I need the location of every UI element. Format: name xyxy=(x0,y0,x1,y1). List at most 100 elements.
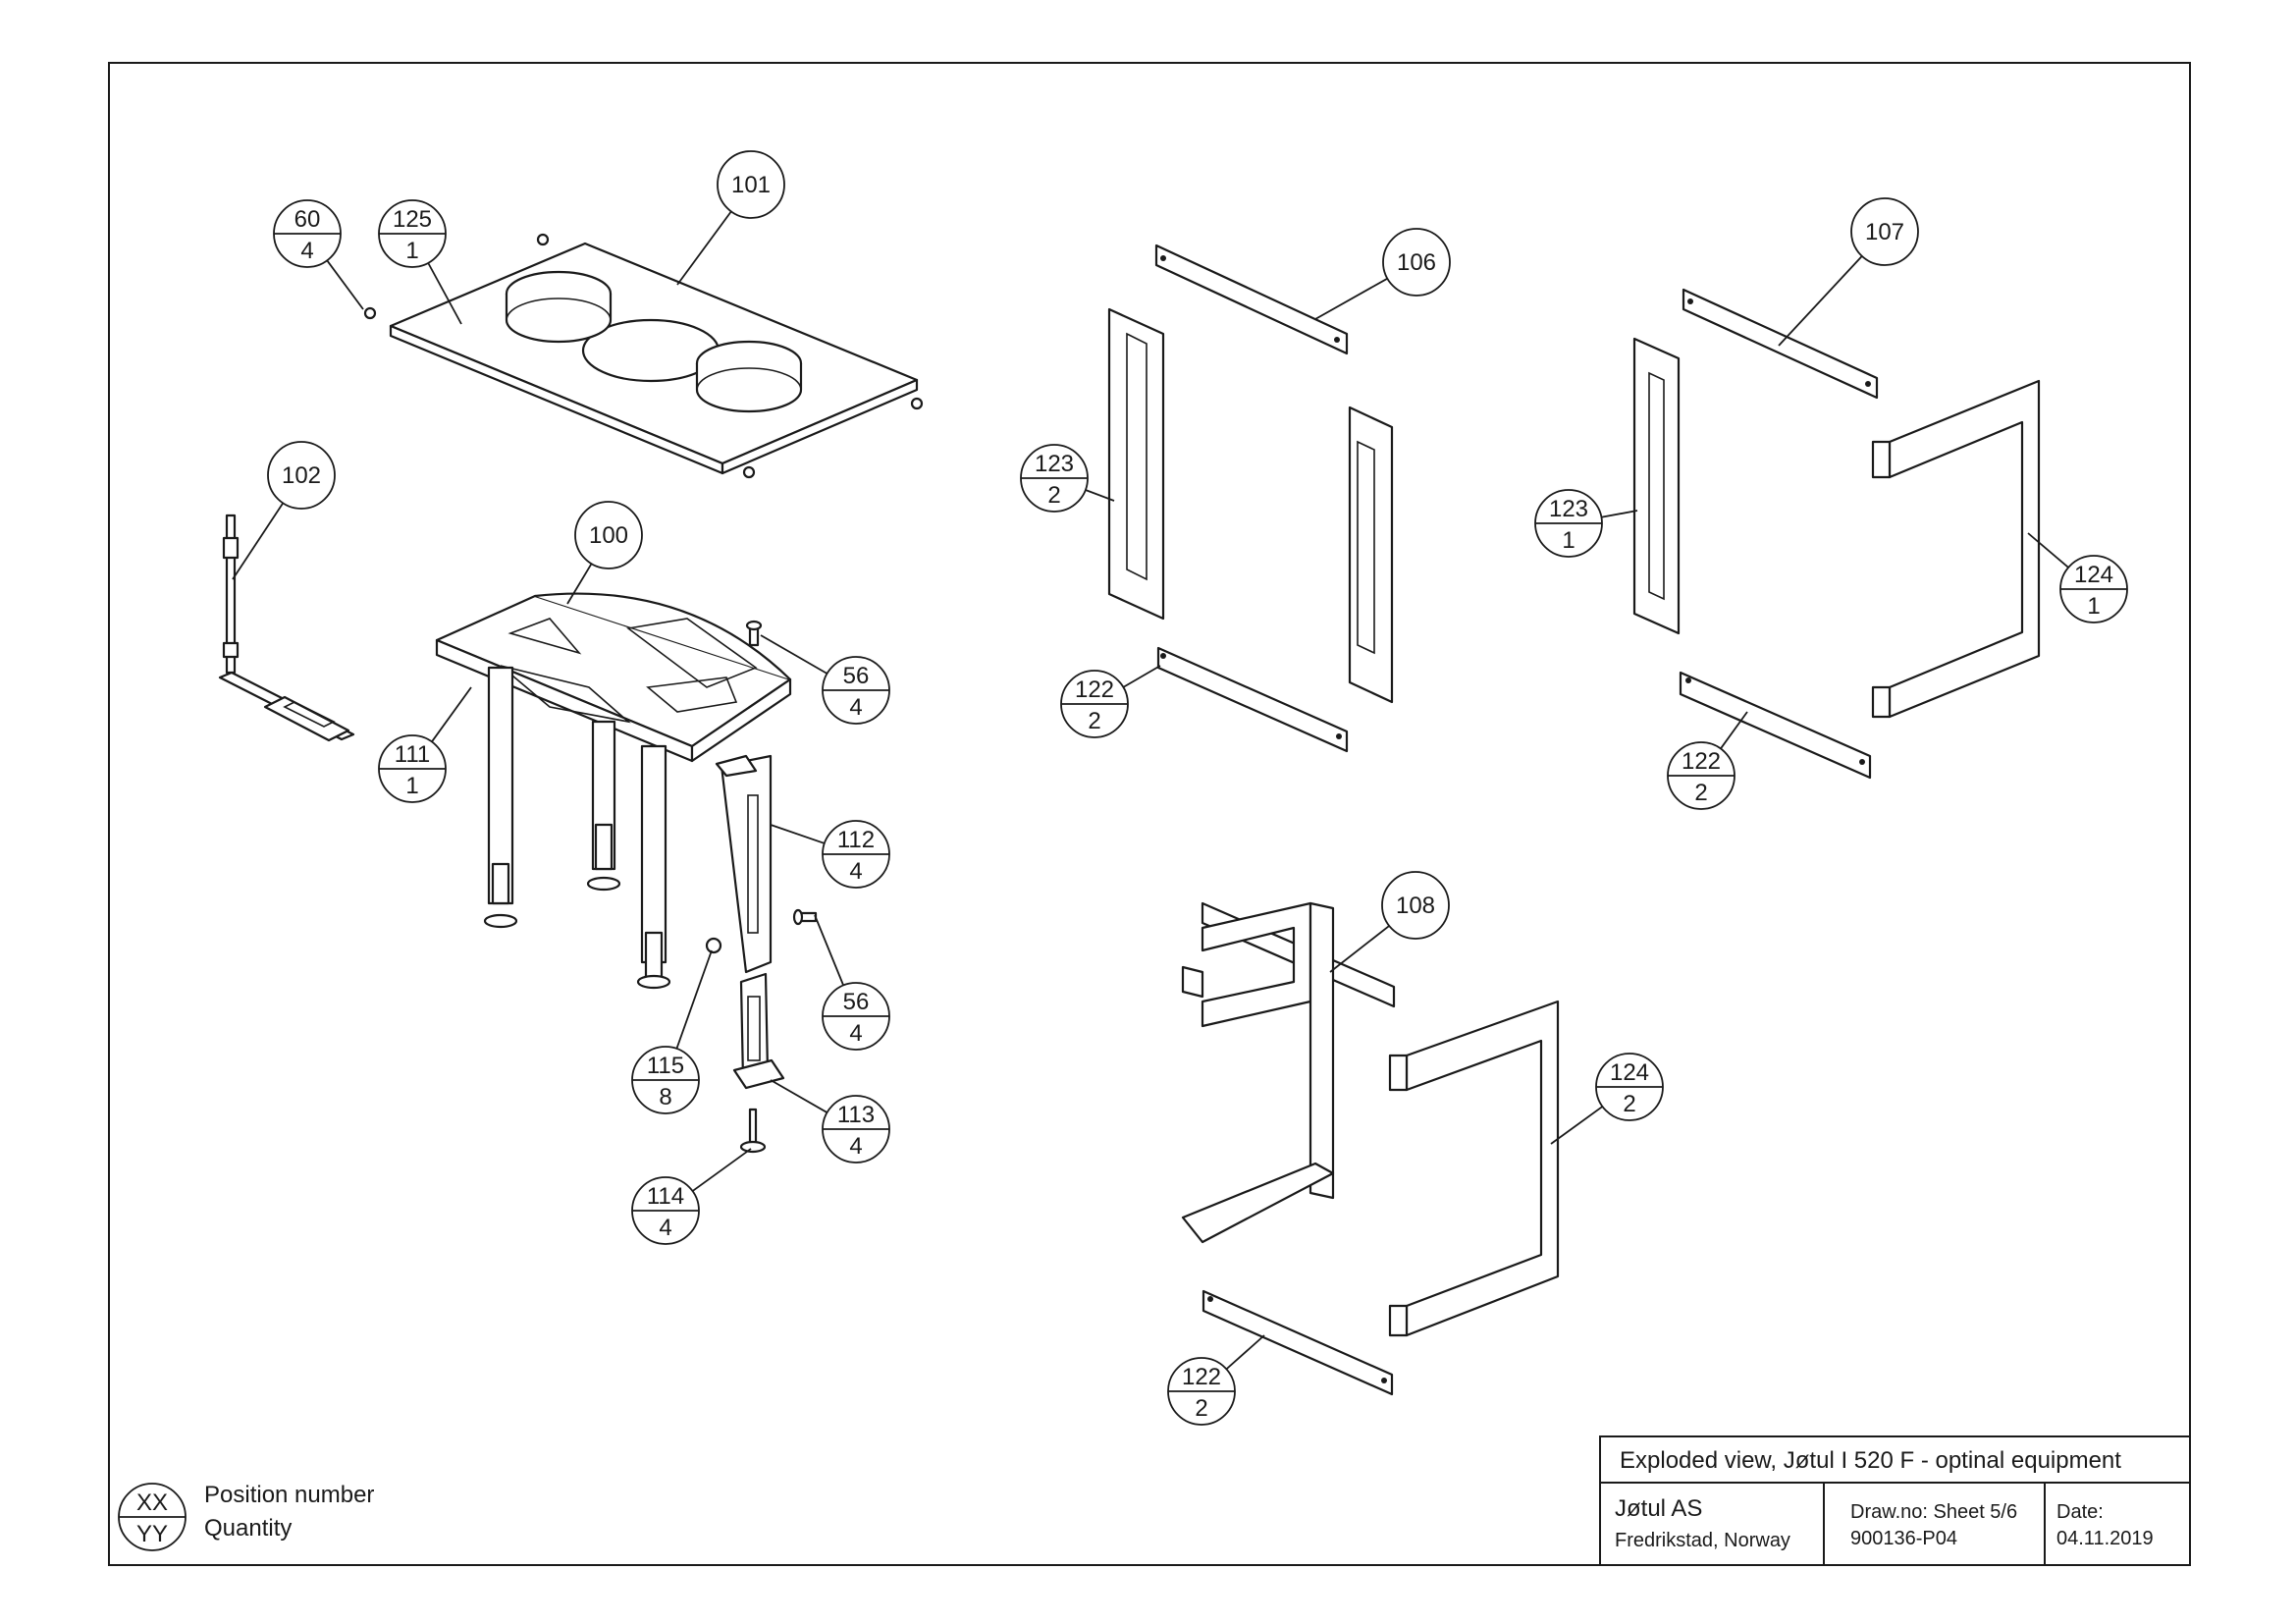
part-115-nut xyxy=(705,937,722,954)
part-122-strip-bottom xyxy=(1201,1289,1394,1396)
position-number: 107 xyxy=(1865,219,1904,245)
legend-label-top: Position number xyxy=(204,1482,374,1508)
leader-line xyxy=(675,949,713,1050)
position-number: 115 xyxy=(647,1053,684,1079)
position-number: 101 xyxy=(731,172,771,198)
quantity: 1 xyxy=(405,238,418,264)
quantity: 4 xyxy=(849,858,862,885)
part-108-frame xyxy=(1181,901,1396,1244)
position-number: 108 xyxy=(1396,893,1435,919)
balloon-circle xyxy=(267,441,336,510)
quantity: 4 xyxy=(659,1215,671,1241)
leader-line xyxy=(1314,277,1388,320)
balloon-circle xyxy=(717,150,785,219)
part-122-strip-right xyxy=(1679,671,1872,780)
balloon-100: 100 xyxy=(566,501,643,605)
quantity: 1 xyxy=(405,773,418,799)
draw-no: 900136-P04 xyxy=(1850,1528,1957,1549)
position-number: 111 xyxy=(395,741,430,768)
part-113-foot xyxy=(732,972,785,1090)
quantity: 8 xyxy=(659,1084,671,1110)
leader-line xyxy=(770,824,826,844)
leader-line xyxy=(232,502,285,580)
position-number: 123 xyxy=(1035,451,1074,477)
part-mid-right-panel xyxy=(1348,406,1394,704)
part-102-rod xyxy=(218,514,355,742)
part-106-top-strip xyxy=(1154,244,1349,355)
leader-line xyxy=(1085,489,1115,502)
position-number: 124 xyxy=(1610,1059,1649,1086)
quantity: 4 xyxy=(849,694,862,721)
balloon-108: 108 xyxy=(1329,871,1450,973)
leader-line xyxy=(566,563,593,605)
position-number: 124 xyxy=(2074,562,2113,588)
balloon-106: 106 xyxy=(1314,228,1451,320)
position-number: 113 xyxy=(837,1102,875,1128)
position-number: 56 xyxy=(843,663,870,689)
position-number: 56 xyxy=(843,989,870,1015)
balloon-102: 102 xyxy=(232,441,336,580)
part-56-bolts xyxy=(745,620,818,926)
position-number: 60 xyxy=(294,206,321,233)
part-123-frame-right xyxy=(1632,337,1681,635)
company-name: Jøtul AS xyxy=(1615,1495,1702,1522)
position-number: 114 xyxy=(647,1183,684,1210)
position-number: 122 xyxy=(1682,748,1721,775)
company-location: Fredrikstad, Norway xyxy=(1615,1530,1790,1551)
draw-no-label: Draw.no: Sheet 5/6 xyxy=(1850,1501,2017,1523)
quantity: 4 xyxy=(849,1020,862,1047)
part-114-adjuster xyxy=(739,1108,767,1154)
title-block: Exploded view, Jøtul I 520 F - optinal e… xyxy=(1599,1435,2191,1566)
part-112-bracket xyxy=(715,754,773,974)
quantity: 2 xyxy=(1694,780,1707,806)
date-value: 04.11.2019 xyxy=(2056,1528,2154,1549)
position-number: 125 xyxy=(393,206,432,233)
leader-line xyxy=(692,1148,752,1192)
leader-line xyxy=(431,686,472,742)
leader-line xyxy=(814,914,844,986)
leader-line xyxy=(427,262,462,325)
leader-line xyxy=(760,634,828,675)
part-124-u-frame-right xyxy=(1871,379,2041,719)
quantity: 2 xyxy=(1623,1091,1635,1117)
legend-label-bottom: Quantity xyxy=(204,1515,292,1542)
position-number: 122 xyxy=(1075,677,1114,703)
position-number: 123 xyxy=(1549,496,1588,522)
leader-line xyxy=(770,1079,828,1113)
balloon-circle xyxy=(1382,228,1451,297)
leader-line xyxy=(1329,925,1390,973)
balloon-101: 101 xyxy=(676,150,785,286)
quantity: 1 xyxy=(1562,527,1575,554)
leader-line xyxy=(1550,1106,1604,1145)
date-label: Date: xyxy=(2056,1501,2104,1523)
leader-line xyxy=(1225,1334,1265,1371)
part-top-plate xyxy=(389,242,919,475)
legend-top-code: XX xyxy=(136,1489,168,1516)
drawing-title: Exploded view, Jøtul I 520 F - optinal e… xyxy=(1620,1447,2121,1474)
leader-line xyxy=(1778,255,1863,347)
quantity: 2 xyxy=(1047,482,1060,509)
part-123-frame-mid xyxy=(1107,307,1165,621)
position-number: 102 xyxy=(282,462,321,489)
legs-frame xyxy=(483,666,671,990)
sheet-border xyxy=(108,62,2191,1566)
position-number: 112 xyxy=(837,827,875,853)
balloon-60: 604 xyxy=(273,199,364,310)
quantity: 4 xyxy=(849,1133,862,1160)
position-number: 122 xyxy=(1182,1364,1221,1390)
balloon-circle xyxy=(574,501,643,569)
balloon-56a: 564 xyxy=(760,634,890,725)
leader-line xyxy=(1601,510,1638,518)
leader-line xyxy=(1122,665,1161,688)
